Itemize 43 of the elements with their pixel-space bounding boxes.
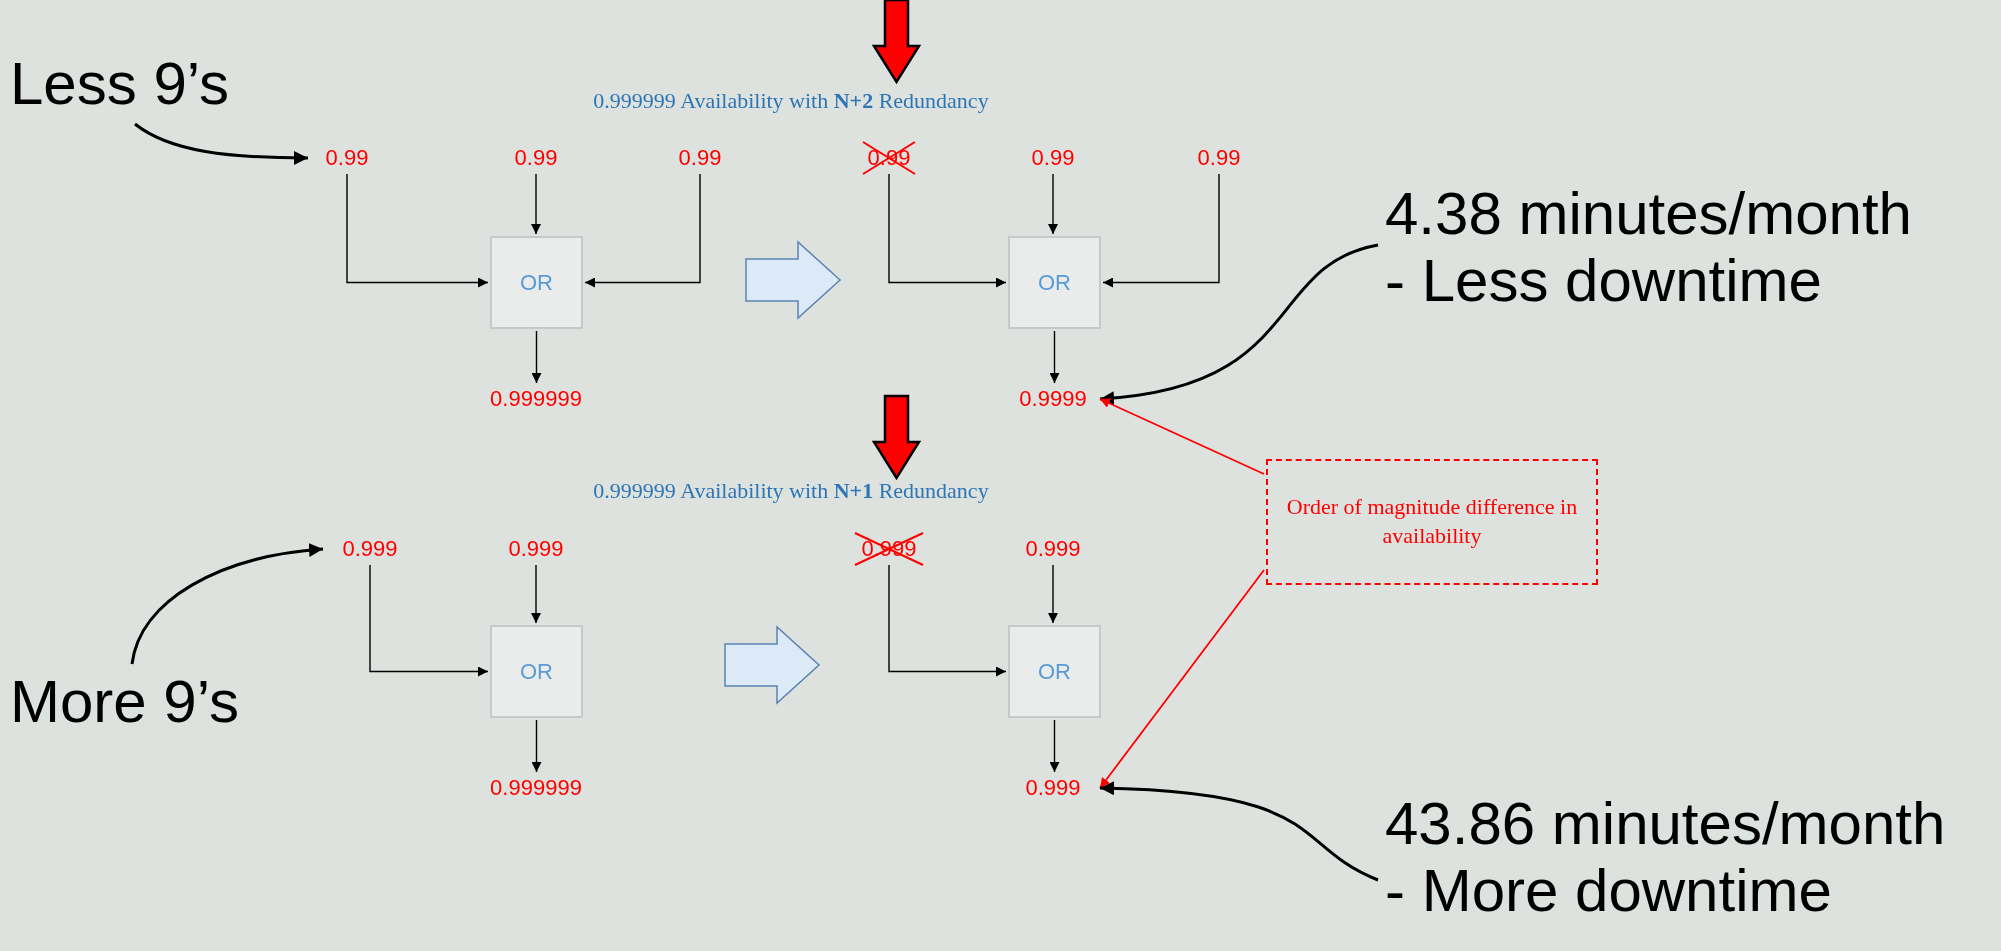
availability-value: 0.99: [315, 144, 379, 172]
arrow: [888, 173, 1007, 288]
arrow: [531, 173, 541, 235]
availability-value: 0.99: [668, 144, 732, 172]
arrow: [1102, 173, 1220, 288]
arrow: [531, 719, 542, 773]
section-heading: 0.999999 Availability with N+2 Redundancy: [593, 88, 989, 114]
annotation-text: More 9’s: [10, 668, 270, 736]
annotation-text: 43.86 minutes/month - More downtime: [1385, 790, 1965, 925]
curved-arrow: [1099, 243, 1379, 405]
arrow: [1049, 330, 1060, 384]
arrow: [584, 173, 701, 288]
arrow: [531, 330, 542, 384]
pointer-arrow: [1099, 398, 1265, 475]
availability-value: 0.999999: [486, 774, 586, 802]
annotation-text: 4.38 minutes/month - Less downtime: [1385, 180, 1930, 315]
pointer-arrow: [1099, 569, 1265, 789]
availability-value: 0.99: [1021, 144, 1085, 172]
section-heading: 0.999999 Availability with N+1 Redundancy: [593, 478, 989, 504]
curved-arrow: [1099, 781, 1379, 882]
availability-value: 0.999: [496, 535, 576, 563]
arrow: [1048, 564, 1058, 624]
or-gate-box: OR: [490, 236, 583, 329]
arrow: [369, 564, 489, 677]
arrow: [346, 173, 489, 288]
curved-arrow: [130, 543, 324, 665]
arrow: [531, 564, 541, 624]
or-gate-box: OR: [1008, 625, 1101, 718]
note-box: Order of magnitude difference in availability: [1266, 459, 1598, 585]
availability-value: 0.99: [504, 144, 568, 172]
availability-value: 0.99: [1187, 144, 1251, 172]
availability-value: 0.999: [1013, 535, 1093, 563]
or-gate-box: OR: [1008, 236, 1101, 329]
availability-value: 0.999: [330, 535, 410, 563]
annotation-text: Less 9’s: [10, 50, 250, 118]
availability-value: 0.999999: [486, 385, 586, 413]
arrow: [1048, 173, 1058, 235]
availability-value: 0.9999: [1013, 385, 1093, 413]
arrow: [888, 564, 1007, 677]
or-gate-box: OR: [490, 625, 583, 718]
arrow: [1049, 719, 1060, 773]
curved-arrow: [134, 122, 308, 165]
availability-value: 0.999: [1013, 774, 1093, 802]
